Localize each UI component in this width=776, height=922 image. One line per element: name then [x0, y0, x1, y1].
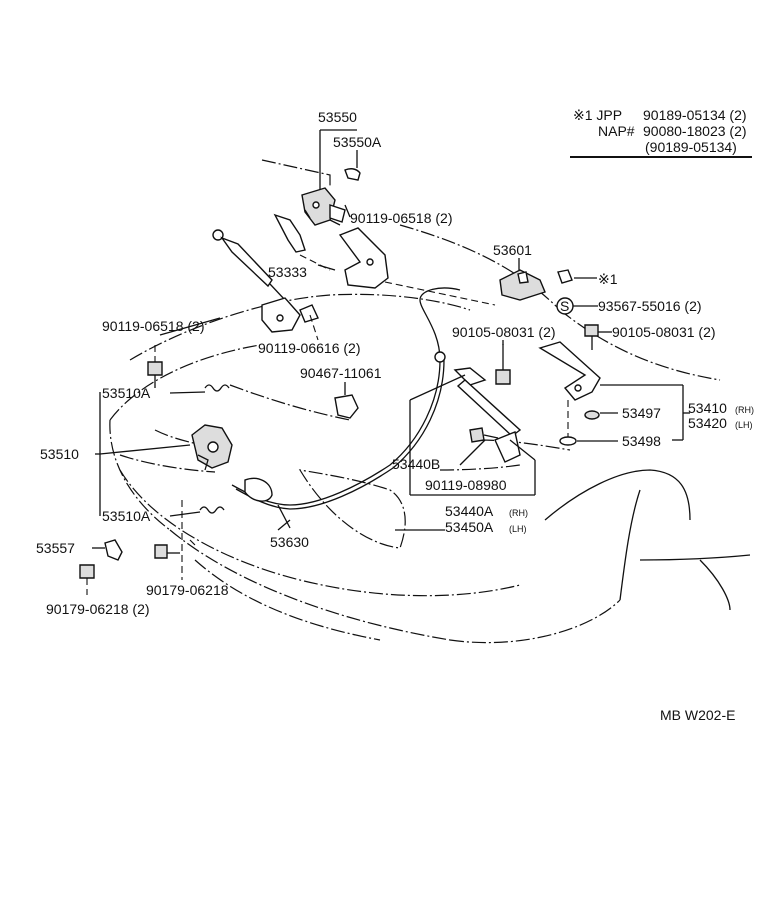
label-53410: 53410 — [688, 400, 727, 416]
label-53510A-bottom: 53510A — [102, 508, 151, 524]
label-93567-55016: 93567-55016 (2) — [598, 298, 702, 314]
label-53450A: 53450A — [445, 519, 494, 535]
label-90119-08980: 90119-08980 — [425, 477, 507, 493]
bolt-90119-06518 — [147, 361, 163, 388]
legend-jpp-value: 90189-05134 (2) — [643, 107, 747, 123]
hood-latch-53510 — [191, 384, 233, 514]
label-90467-11061: 90467-11061 — [300, 365, 382, 381]
legend: ※1 JPP 90189-05134 (2) NAP# 90080-18023 … — [570, 107, 752, 158]
part-labels: 53550 53550A 90119-06518 (2) 53601 ※1 93… — [36, 109, 754, 617]
label-90105-08031-right: 90105-08031 (2) — [612, 324, 716, 340]
bracket-53557 — [104, 539, 123, 561]
label-53510A-top: 53510A — [102, 385, 151, 401]
leader-lines — [86, 204, 690, 595]
label-53510: 53510 — [40, 446, 79, 462]
label-53420-lh: (LH) — [735, 420, 753, 430]
label-90119-06518-top: 90119-06518 (2) — [350, 210, 452, 226]
legend-nap-value-alt: (90189-05134) — [645, 139, 737, 155]
label-53410-rh: (RH) — [735, 405, 754, 415]
legend-nap-key: NAP# — [598, 123, 635, 139]
release-cable-53630 — [231, 287, 461, 529]
washer-s-mark: S — [560, 298, 569, 314]
label-53440B: 53440B — [392, 456, 440, 472]
label-mark-1: ※1 — [598, 271, 618, 287]
nut-jpp — [557, 269, 573, 284]
vehicle-body-outline — [109, 159, 751, 644]
hood-hinge-53550 — [301, 129, 361, 226]
label-53630: 53630 — [270, 534, 309, 550]
label-53498: 53498 — [622, 433, 661, 449]
hood-stay-53440 — [434, 351, 522, 463]
label-90119-06518-left: 90119-06518 (2) — [102, 318, 204, 334]
label-53497: 53497 — [622, 405, 661, 421]
label-53550: 53550 — [318, 109, 357, 125]
bolt-90105-08031-right — [584, 324, 599, 350]
diagram-code: MB W202-E — [660, 707, 735, 723]
legend-jpp-key: ※1 JPP — [573, 107, 622, 123]
label-53333: 53333 — [268, 264, 307, 280]
label-53440A-rh: (RH) — [509, 508, 528, 518]
label-90179-06218-pair: 90179-06218 (2) — [46, 601, 150, 617]
label-53440A: 53440A — [445, 503, 494, 519]
label-90105-08031-left: 90105-08031 (2) — [452, 324, 556, 340]
washer-93567-55016: S — [556, 297, 574, 315]
label-90179-06218: 90179-06218 — [146, 582, 229, 598]
cable-bracket-53601 — [499, 269, 546, 301]
hinge-spring-53550A — [344, 168, 361, 181]
clip-90467-11061 — [334, 394, 359, 419]
nut-90179-06218 — [154, 544, 168, 559]
label-53557: 53557 — [36, 540, 75, 556]
legend-nap-value: 90080-18023 (2) — [643, 123, 747, 139]
nut-90179-06218-pair — [79, 564, 95, 579]
label-53420: 53420 — [688, 415, 727, 431]
label-53550A: 53550A — [333, 134, 382, 150]
hood-lock-support-53410 — [538, 341, 601, 446]
label-53601: 53601 — [493, 242, 532, 258]
label-53450A-lh: (LH) — [509, 524, 527, 534]
hood-hinge-53333 — [273, 213, 496, 306]
hood-support-strut — [212, 229, 319, 333]
bolt-90105-08031-left — [495, 344, 511, 385]
label-90119-06616: 90119-06616 (2) — [258, 340, 360, 356]
